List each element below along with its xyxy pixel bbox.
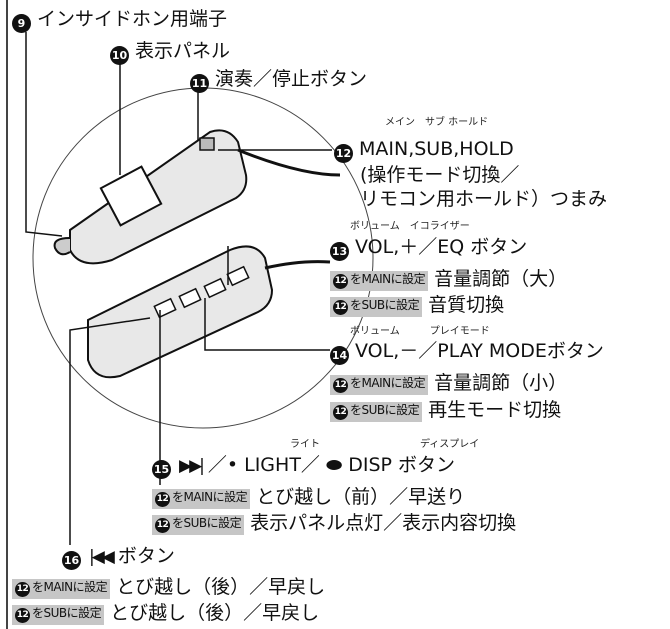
fast-forward-icon: ▶▶| (179, 456, 205, 476)
badge-11: 11 (190, 74, 209, 93)
badge-10: 10 (110, 46, 129, 65)
badge-16: 16 (62, 551, 81, 570)
left-border (6, 0, 670, 629)
ruby-14: ボリューム プレイモード (350, 326, 490, 337)
remote-lower-body (87, 245, 274, 379)
text-13-sub: 音質切換 (428, 294, 505, 316)
ruby-13: ボリューム イコライザー (350, 221, 470, 232)
text-16: ボタン (117, 545, 175, 567)
ref-badge: 12 (155, 492, 170, 507)
ref-badge: 12 (333, 405, 348, 420)
leader-16 (69, 317, 151, 545)
label-15: 15 ▶▶|／• LIGHT／ ⬬ DISP ボタン (152, 456, 455, 479)
button-d (226, 265, 250, 287)
label-10: 10 表示パネル (110, 42, 230, 65)
text-10: 表示パネル (135, 40, 231, 62)
ref-badge: 12 (15, 582, 30, 597)
text-15-disp: DISP ボタン (348, 454, 456, 476)
label-13: 13 VOL,＋／EQ ボタン (330, 238, 527, 261)
text-11: 演奏／停止ボタン (215, 68, 368, 90)
label-9: 9 インサイドホン用端子 (12, 10, 227, 33)
ruby-12: メイン サブ ホールド (385, 117, 489, 128)
remote-upper-plug (53, 237, 71, 256)
remote-lower-cord (264, 260, 331, 270)
text-16-sub: とび越し（後）／早戻し (110, 602, 320, 624)
label-16: 16 |◀◀ボタン (62, 547, 175, 570)
text-9: インサイドホン用端子 (37, 8, 228, 30)
badge-14: 14 (330, 346, 349, 365)
ref-badge: 12 (333, 378, 348, 393)
text-13-main: 音量調節（大） (434, 268, 568, 290)
text-12-line1: MAIN,SUB,HOLD (359, 138, 514, 160)
button-b (178, 287, 202, 309)
ref-badge: 12 (333, 274, 348, 289)
text-13: VOL,＋／EQ ボタン (355, 236, 528, 258)
label-11: 11 演奏／停止ボタン (190, 70, 367, 93)
display-icon: ⬬ (325, 454, 343, 476)
ruby-15-disp: ディスプレイ (420, 439, 480, 450)
text-15-light: ／• LIGHT／ (207, 454, 320, 476)
text-14-sub: 再生モード切換 (428, 399, 562, 421)
leader-14 (204, 298, 330, 351)
badge-15: 15 (152, 460, 171, 479)
display-panel-shape (99, 165, 163, 227)
remote-upper-cord (237, 148, 341, 177)
badge-13: 13 (330, 242, 349, 261)
text-14-main: 音量調節（小） (434, 372, 568, 394)
leader-9 (25, 32, 63, 237)
ref-badge: 12 (155, 518, 170, 533)
badge-12: 12 (334, 144, 353, 163)
text-16-main: とび越し（後）／早戻し (116, 576, 326, 598)
text-12-line2: (操作モード切換／ (360, 164, 520, 186)
text-12-line3: リモコン用ホールド）つまみ (360, 188, 608, 210)
text-15-sub: 表示パネル点灯／表示内容切換 (250, 512, 517, 534)
ref-badge: 12 (15, 608, 30, 623)
text-15-main: とび越し（前）／早送り (256, 486, 466, 508)
ref-badge: 12 (333, 300, 348, 315)
text-14: VOL,－／PLAY MODEボタン (355, 340, 604, 362)
badge-9: 9 (12, 14, 31, 33)
button-c (203, 277, 227, 299)
label-14: 14 VOL,－／PLAY MODEボタン (330, 342, 604, 365)
label-12: 12 MAIN,SUB,HOLD (334, 140, 514, 163)
rewind-icon: |◀◀ (89, 547, 115, 567)
ruby-15-light: ライト (290, 439, 320, 450)
play-stop-shape (199, 137, 215, 151)
